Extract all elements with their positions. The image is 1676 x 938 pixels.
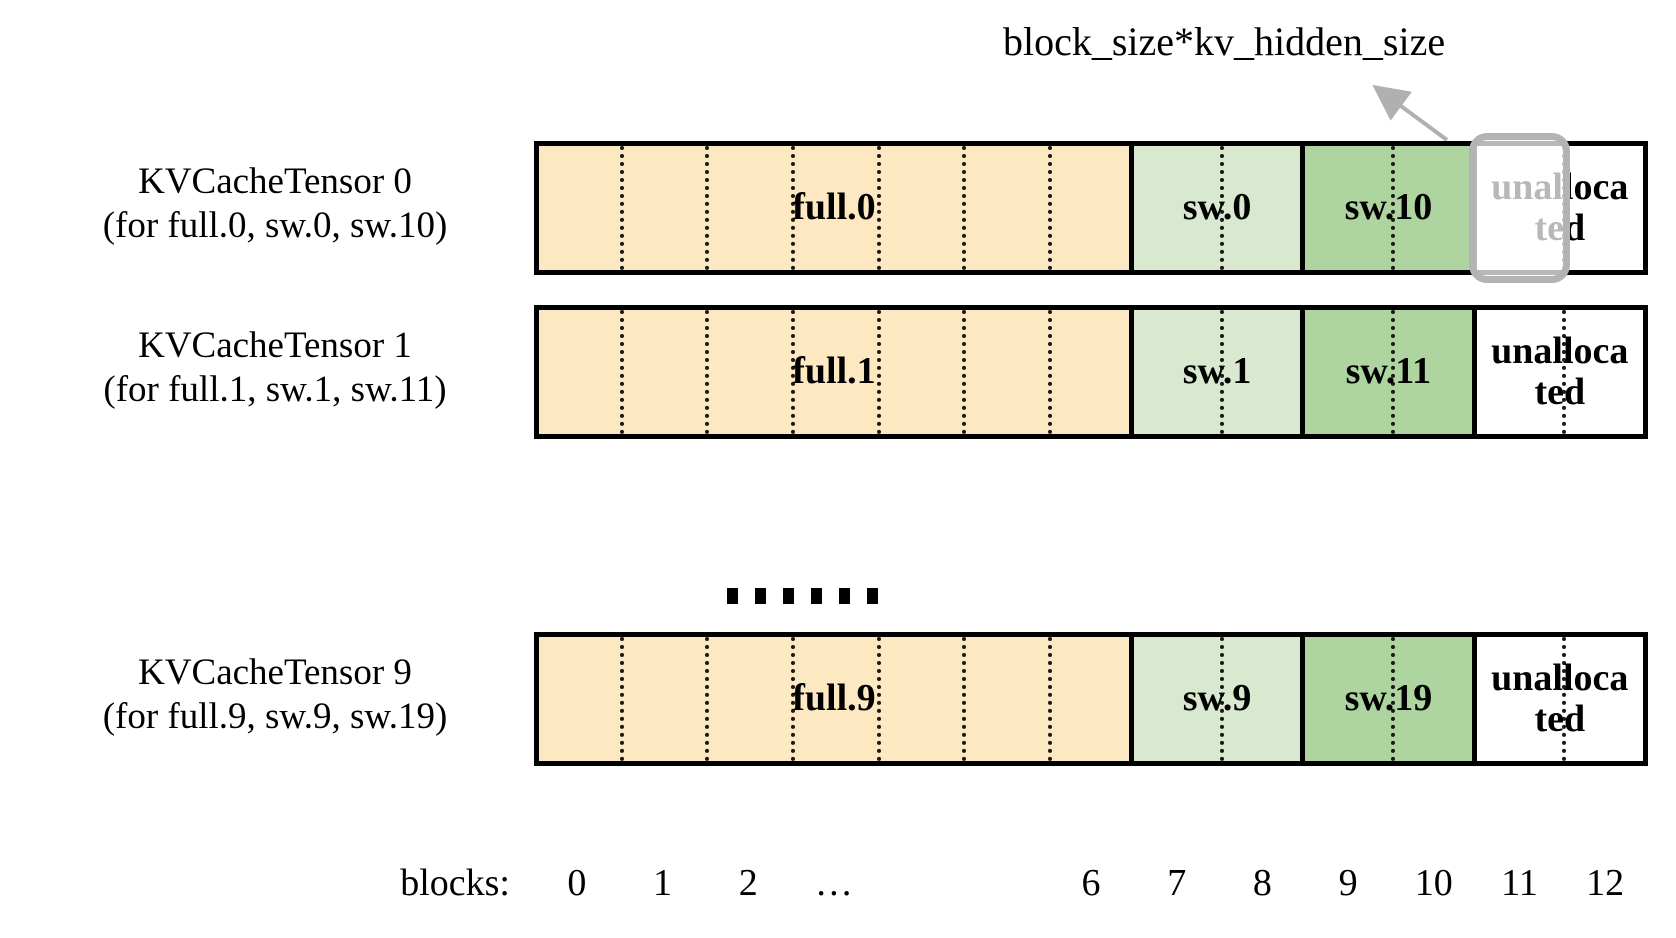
- block-divider: [876, 637, 881, 761]
- block-divider: [876, 146, 881, 270]
- block-divider: [1219, 637, 1224, 761]
- tensor-bar: full.1 sw.1 sw.11 unalloca ted: [534, 305, 1648, 439]
- vertical-ellipsis: [727, 588, 878, 604]
- tensor-segment-label: unalloca ted: [1491, 329, 1629, 413]
- block-divider: [619, 310, 624, 434]
- tensor-segment[interactable]: sw.19: [1300, 632, 1477, 766]
- tensor-bar: full.9 sw.9 sw.19 unalloca ted: [534, 632, 1648, 766]
- block-divider: [791, 310, 796, 434]
- blocks-axis-tick: 7: [1167, 862, 1187, 904]
- tensor-segment-label: full.9: [792, 677, 876, 720]
- ellipsis-dot: [727, 588, 738, 604]
- tensor-segment[interactable]: sw.10: [1300, 141, 1477, 275]
- tensor-row-label-line2: (for full.1, sw.1, sw.11): [103, 369, 447, 411]
- ellipsis-dot: [839, 588, 850, 604]
- blocks-axis-tick: 10: [1414, 862, 1453, 904]
- blocks-axis-tick: 1: [653, 862, 673, 904]
- block-divider: [619, 146, 624, 270]
- block-divider: [705, 637, 710, 761]
- block-divider: [1219, 146, 1224, 270]
- block-divider: [1390, 310, 1395, 434]
- ellipsis-dot: [755, 588, 766, 604]
- tensor-row-label-line1: KVCacheTensor 9: [138, 652, 412, 693]
- block-divider: [1048, 146, 1053, 270]
- tensor-segment-label: sw.11: [1345, 350, 1432, 393]
- blocks-axis-tick: 8: [1252, 862, 1272, 904]
- blocks-axis-tick: …: [814, 862, 853, 904]
- tensor-segment[interactable]: unalloca ted: [1471, 305, 1648, 439]
- blocks-axis-tick: 0: [567, 862, 587, 904]
- tensor-segment-label: sw.9: [1182, 677, 1252, 720]
- blocks-axis-tick: 11: [1501, 862, 1538, 904]
- tensor-row-label: KVCacheTensor 1(for full.1, sw.1, sw.11): [40, 324, 510, 413]
- tensor-segment[interactable]: sw.0: [1128, 141, 1306, 275]
- tensor-segment[interactable]: full.1: [534, 305, 1134, 439]
- block-divider: [1562, 310, 1567, 434]
- block-divider: [1562, 637, 1567, 761]
- tensor-row-label-line2: (for full.9, sw.9, sw.19): [102, 696, 448, 738]
- blocks-axis-tick: 2: [738, 862, 758, 904]
- blocks-axis-tick: 6: [1081, 862, 1101, 904]
- tensor-segment-label: sw.0: [1182, 186, 1252, 229]
- tensor-segment-label: full.1: [792, 350, 876, 393]
- tensor-segment[interactable]: full.0: [534, 141, 1134, 275]
- block-divider: [962, 637, 967, 761]
- tensor-segment-label: unalloca ted: [1491, 656, 1629, 740]
- block-divider: [962, 146, 967, 270]
- tensor-segment[interactable]: sw.11: [1300, 305, 1477, 439]
- tensor-segment-label: full.0: [792, 186, 876, 229]
- ellipsis-dot: [811, 588, 822, 604]
- tensor-segment-label: sw.1: [1182, 350, 1252, 393]
- tensor-row-label: KVCacheTensor 0(for full.0, sw.0, sw.10): [40, 160, 510, 249]
- block-divider: [619, 637, 624, 761]
- block-divider: [962, 310, 967, 434]
- block-divider: [1390, 146, 1395, 270]
- block-divider: [791, 146, 796, 270]
- tensor-row-label-line1: KVCacheTensor 1: [138, 325, 412, 366]
- blocks-axis-title: blocks:: [400, 862, 510, 904]
- block-divider: [705, 310, 710, 434]
- block-divider: [1048, 310, 1053, 434]
- tensor-segment[interactable]: unalloca ted: [1471, 632, 1648, 766]
- block-divider: [1219, 310, 1224, 434]
- block-divider: [791, 637, 796, 761]
- ellipsis-dot: [867, 588, 878, 604]
- blocks-axis-tick: 12: [1586, 862, 1625, 904]
- tensor-segment-label: sw.10: [1344, 186, 1433, 229]
- tensor-row-label-line2: (for full.0, sw.0, sw.10): [102, 205, 448, 247]
- highlighted-block[interactable]: [1468, 133, 1571, 283]
- annotation-label: block_size*kv_hidden_size: [1003, 19, 1446, 64]
- tensor-row-label: KVCacheTensor 9(for full.9, sw.9, sw.19): [40, 651, 510, 740]
- tensor-row-label-line1: KVCacheTensor 0: [138, 161, 412, 202]
- tensor-segment[interactable]: sw.1: [1128, 305, 1306, 439]
- tensor-segment-label: sw.19: [1344, 677, 1433, 720]
- block-divider: [705, 146, 710, 270]
- blocks-axis-tick: 9: [1338, 862, 1358, 904]
- tensor-segment[interactable]: sw.9: [1128, 632, 1306, 766]
- block-divider: [876, 310, 881, 434]
- ellipsis-dot: [783, 588, 794, 604]
- block-divider: [1390, 637, 1395, 761]
- block-divider: [1048, 637, 1053, 761]
- tensor-segment[interactable]: full.9: [534, 632, 1134, 766]
